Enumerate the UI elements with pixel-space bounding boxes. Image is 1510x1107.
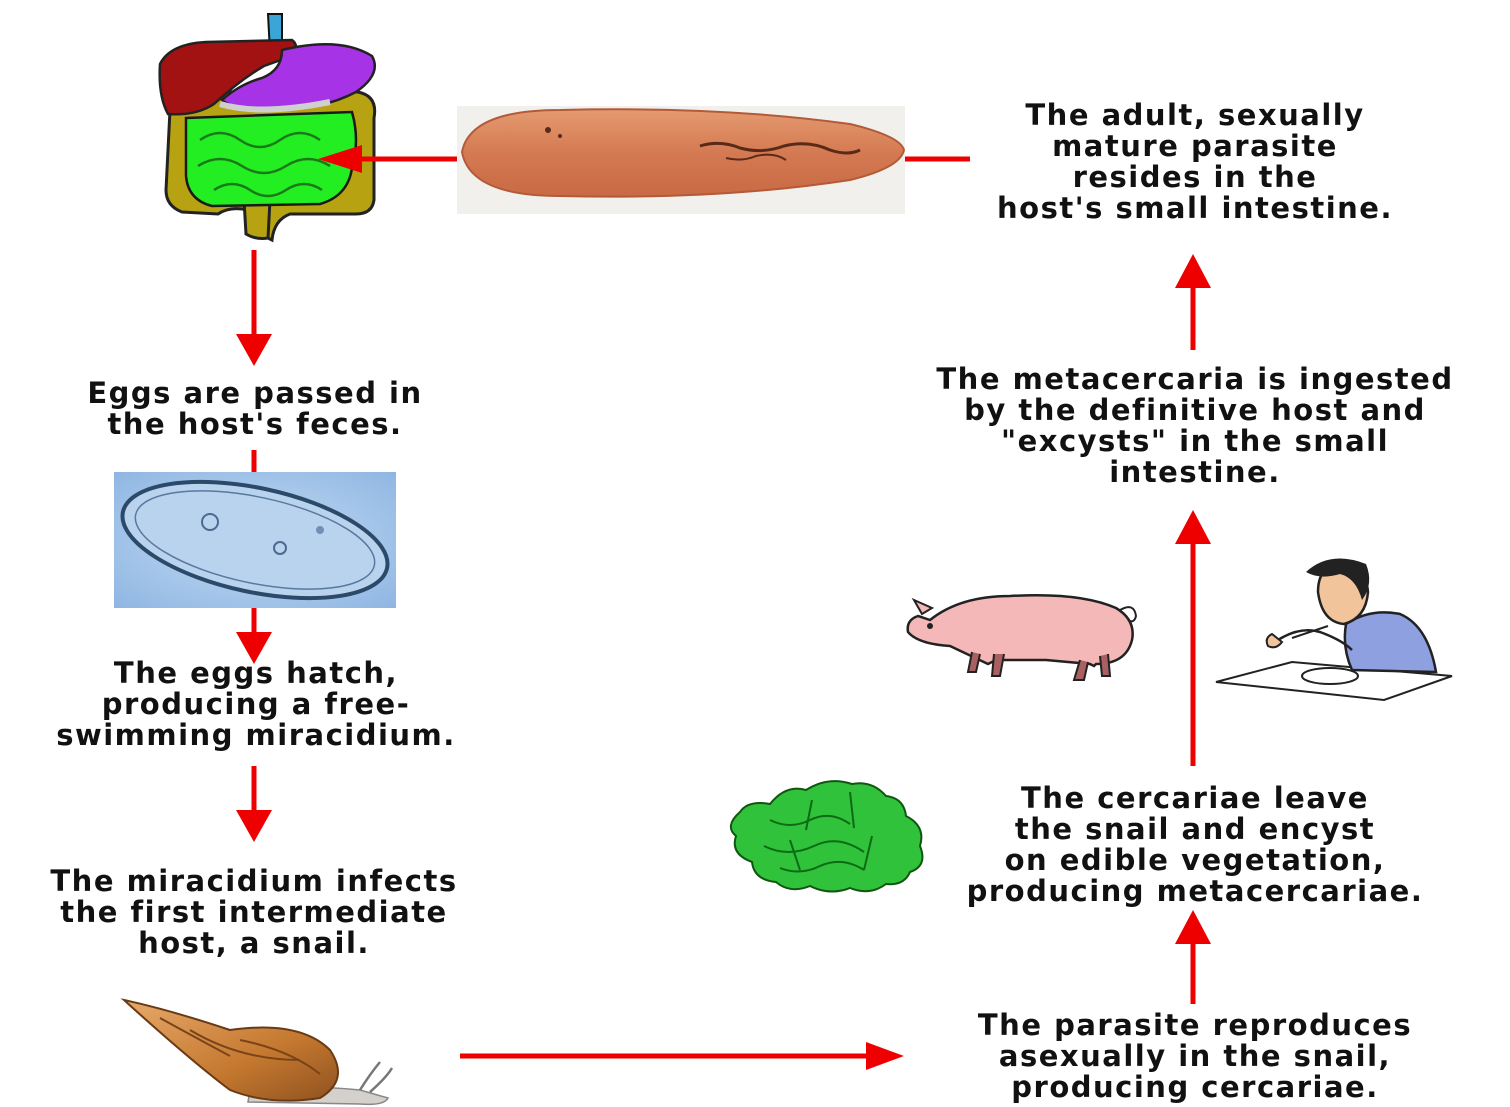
step-eggs-hatch-text: The eggs hatch, producing a free- swimmi… [6, 658, 506, 751]
arrow-to-eggs-passed [236, 250, 272, 366]
arrow-to-adult [1175, 254, 1211, 350]
pig-icon [908, 595, 1136, 680]
digestive-system-icon [160, 14, 375, 240]
step-reproduce-text: The parasite reproduces asexually in the… [925, 1010, 1465, 1103]
step-miracidium-text: The miracidium infects the first interme… [4, 866, 504, 959]
arrow-to-cercariae [1175, 910, 1211, 1004]
snail-icon [124, 1000, 392, 1104]
person-eating-icon [1216, 559, 1452, 700]
adult-fluke-icon [457, 106, 905, 214]
step-eggs-passed-text: Eggs are passed in the host's feces. [20, 378, 490, 440]
arrow-to-metacercaria [1175, 510, 1211, 766]
step-adult-text: The adult, sexually mature parasite resi… [955, 100, 1435, 224]
egg-icon [112, 461, 398, 619]
arrow-to-miracidium [236, 766, 272, 842]
arrow-snail-to-reproduce [460, 1042, 904, 1070]
step-metacercaria-text: The metacercaria is ingested by the defi… [880, 364, 1510, 488]
step-cercariae-text: The cercariae leave the snail and encyst… [920, 783, 1470, 907]
lettuce-icon [731, 781, 923, 891]
